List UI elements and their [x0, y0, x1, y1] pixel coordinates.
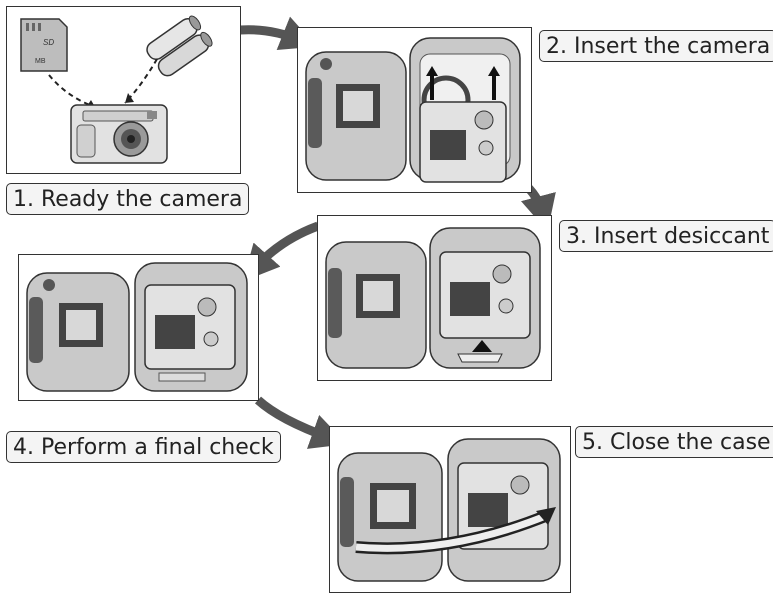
- step-2-label: 2. Insert the camera: [539, 30, 773, 62]
- camera-icon: [70, 104, 168, 164]
- battery-icon: [146, 15, 213, 77]
- step-4-image: [18, 254, 259, 401]
- sd-card-icon: SD MB: [20, 18, 68, 72]
- step-5-image: [329, 426, 571, 593]
- camera-icon: [144, 284, 236, 370]
- step-3-image: [317, 215, 552, 381]
- camera-icon: [419, 101, 507, 183]
- camera-icon: [439, 251, 531, 339]
- sd-brand-text: SD: [43, 38, 54, 47]
- flow-arrow-icon-1-2: [239, 16, 317, 51]
- step-1-label: 1. Ready the camera: [6, 183, 250, 215]
- step-1-image: SD MB: [6, 6, 241, 174]
- step-5-label: 5. Close the case: [575, 426, 773, 458]
- sd-capacity-text: MB: [35, 58, 46, 65]
- flow-arrow-icon-3-4: [243, 221, 320, 282]
- step-3-label: 3. Insert desiccant: [559, 220, 773, 252]
- step-2-image: [297, 27, 532, 193]
- step-4-label: 4. Perform a final check: [6, 431, 281, 463]
